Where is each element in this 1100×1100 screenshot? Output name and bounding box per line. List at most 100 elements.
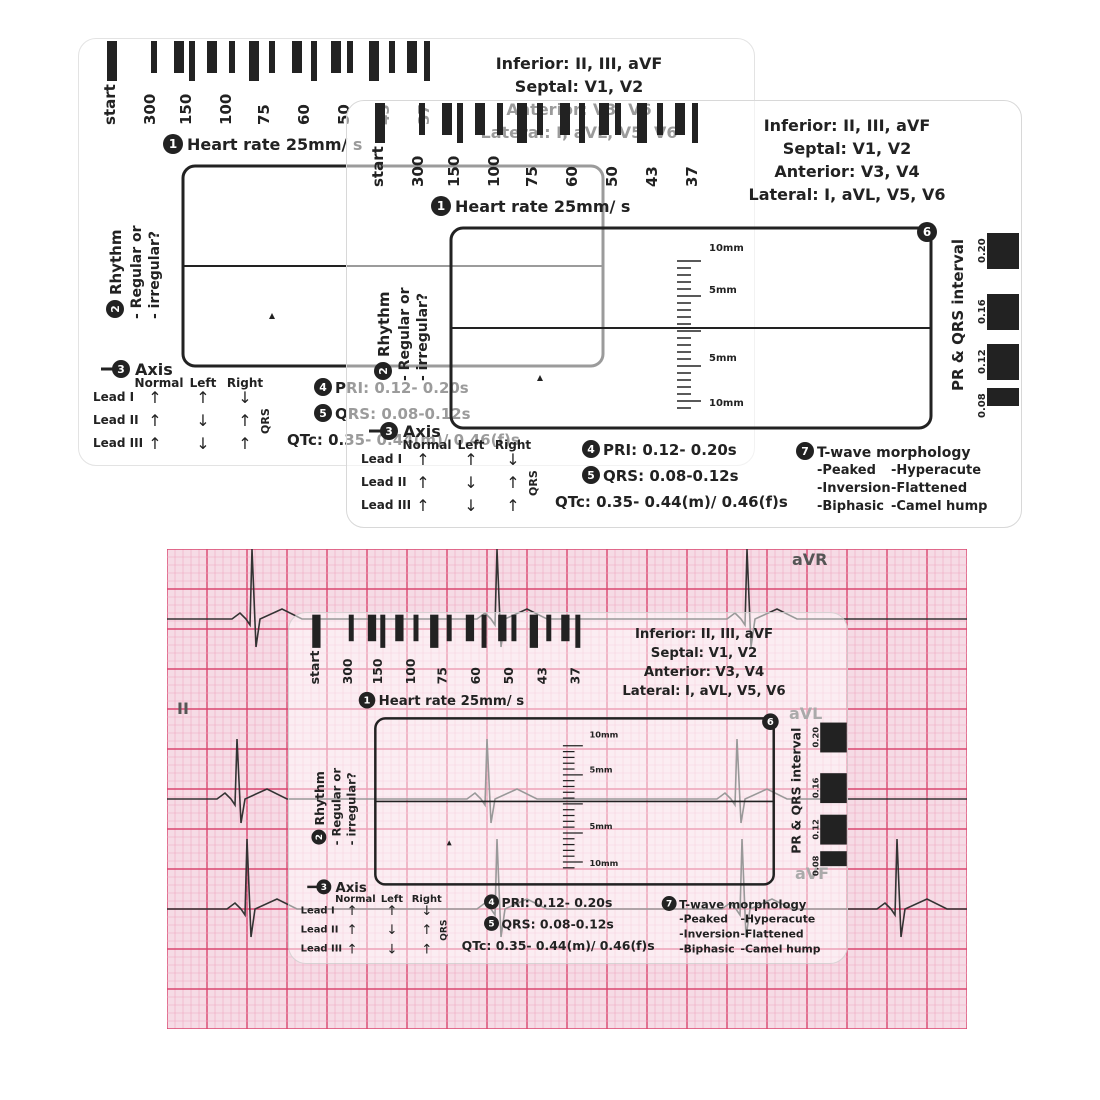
rate-ruler-bar xyxy=(692,103,698,143)
qtc-text: QTc: 0.35- 0.44(m)/ 0.46(f)s xyxy=(462,938,655,953)
axis-header: Right xyxy=(495,438,531,452)
twave-title: T-wave morphology xyxy=(679,897,807,911)
interval-bar xyxy=(987,388,1019,406)
ecg-trace xyxy=(167,549,967,648)
rate-ruler-bar xyxy=(615,103,621,135)
rate-ruler-bar xyxy=(599,103,609,135)
rate-ruler-bar xyxy=(442,103,452,135)
rate-label: 150 xyxy=(445,156,463,187)
badge-2 xyxy=(106,300,124,318)
rate-ruler-bar xyxy=(575,614,581,648)
badge-5 xyxy=(582,466,600,484)
lead-territory: Inferior: II, III, aVF xyxy=(764,116,931,135)
badge-7-number: 7 xyxy=(801,445,809,458)
axis-qrs-label: QRS xyxy=(527,470,540,496)
twave-item: -Peaked xyxy=(679,913,728,926)
badge-5-number: 5 xyxy=(319,407,327,420)
interval-value: 0.16 xyxy=(977,299,988,324)
rate-ruler-bar xyxy=(424,41,430,81)
qrs-text: QRS: 0.08-0.12s xyxy=(501,916,613,931)
axis-arrow: ↓ xyxy=(386,942,397,957)
rate-ruler-bar xyxy=(407,41,417,73)
pri-text: PRI: 0.12- 0.20s xyxy=(501,895,612,910)
rate-label: 60 xyxy=(563,166,581,187)
axis-header: Left xyxy=(190,376,217,390)
rate-ruler-bar xyxy=(331,41,341,73)
qrs-text: QRS: 0.08-0.12s xyxy=(603,467,739,485)
twave-item: -Peaked xyxy=(817,463,876,478)
axis-arrow: ↑ xyxy=(148,388,161,407)
axis-lead-label: Lead I xyxy=(301,905,335,916)
rate-label: 100 xyxy=(403,658,418,684)
rate-label: 100 xyxy=(485,156,503,187)
rate-label: 300 xyxy=(409,156,427,187)
badge-6-number: 6 xyxy=(767,717,774,728)
rhythm-title: Rhythm xyxy=(107,230,125,296)
twave-item: -Inversion xyxy=(817,481,891,496)
axis-arrow: ↑ xyxy=(464,450,477,469)
badge-3 xyxy=(112,360,130,378)
rate-label: 75 xyxy=(435,667,450,684)
badge-2 xyxy=(374,362,392,380)
axis-arrow: ↑ xyxy=(347,923,358,938)
axis-title: Axis xyxy=(135,360,173,379)
axis-header: Normal xyxy=(135,376,184,390)
badge-2-number: 2 xyxy=(315,834,325,840)
rate-ruler-bar xyxy=(107,41,117,81)
axis-lead-label: Lead II xyxy=(301,925,339,936)
rhythm-line-1: - Regular or xyxy=(329,768,343,846)
rate-ruler-bar xyxy=(389,41,395,73)
rhythm-title: Rhythm xyxy=(375,292,393,358)
rate-ruler-bar xyxy=(465,614,475,642)
rate-ruler-bar xyxy=(249,41,259,81)
badge-1-number: 1 xyxy=(437,199,445,213)
badge-7 xyxy=(661,896,677,911)
badge-4-number: 4 xyxy=(587,443,595,456)
rate-label: 300 xyxy=(141,94,159,125)
rate-ruler-bar xyxy=(347,41,353,73)
badge-3 xyxy=(316,879,332,895)
badge-6 xyxy=(917,222,937,242)
rate-ruler-bar xyxy=(207,41,217,73)
twave-item: -Camel hump xyxy=(891,499,987,514)
badge-4 xyxy=(314,378,332,396)
badge-6-number: 6 xyxy=(923,225,931,239)
badge-2-number: 2 xyxy=(109,305,122,313)
heart-rate-label: Heart rate 25mm/ s xyxy=(379,694,525,709)
rate-ruler-bar xyxy=(497,103,503,135)
axis-arrow: ↑ xyxy=(416,473,429,492)
badge-5 xyxy=(484,915,499,931)
heart-rate-label: Heart rate 25mm/ s xyxy=(455,197,630,216)
interval-bar xyxy=(820,773,847,804)
badge-4 xyxy=(582,440,600,458)
rate-label: start xyxy=(101,84,119,125)
rate-label: 50 xyxy=(603,166,621,187)
badge-7 xyxy=(796,442,814,460)
rhythm-line-2: - irregular? xyxy=(344,772,358,845)
axis-lead-label: Lead III xyxy=(93,436,143,450)
lead-territory: Inferior: II, III, aVF xyxy=(635,627,773,642)
badge-1 xyxy=(163,134,183,154)
rate-label: 75 xyxy=(523,166,541,187)
rate-ruler-bar xyxy=(369,41,379,81)
twave-item: -Flattened xyxy=(891,481,967,496)
axis-header: Right xyxy=(412,894,442,905)
lead-territory: Inferior: II, III, aVF xyxy=(496,54,663,73)
rhythm-line-1: - Regular or xyxy=(129,225,145,319)
rhythm-line-2: - irregular? xyxy=(415,293,431,381)
axis-title: Axis xyxy=(335,881,366,896)
axis-header: Left xyxy=(458,438,485,452)
rate-ruler-bar xyxy=(174,41,184,73)
axis-arrow: ↑ xyxy=(416,450,429,469)
axis-arrow: ↓ xyxy=(464,473,477,492)
lead-territory: Anterior: V3, V4 xyxy=(774,162,919,181)
rate-ruler-bar xyxy=(419,103,425,135)
mm-label: 5mm xyxy=(589,821,612,831)
lead-territory: Lateral: I, aVL, V5, V6 xyxy=(622,684,785,699)
rate-ruler-bar xyxy=(657,103,663,135)
rate-ruler-bar xyxy=(546,614,552,642)
